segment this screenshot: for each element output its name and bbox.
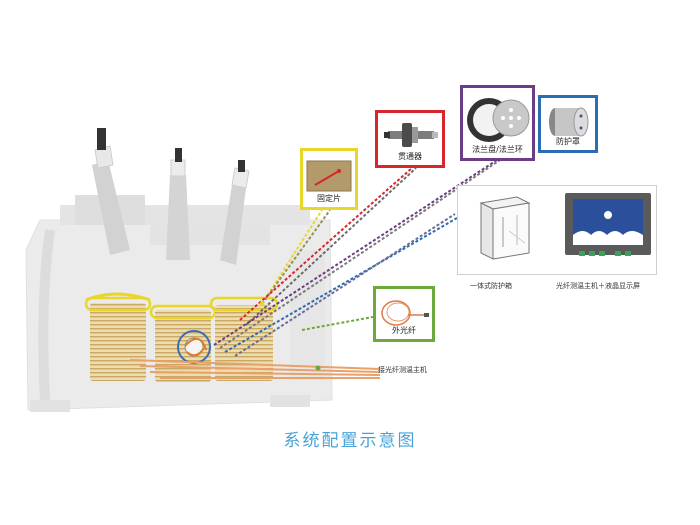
diagram-caption: 系统配置示意图 <box>283 431 417 451</box>
host-display-label: 光纤测温主机＋液晶显示屏 <box>556 282 640 290</box>
callout-outer-fiber: 外光纤 <box>373 286 435 342</box>
outer-fiber-label: 外光纤 <box>392 326 416 335</box>
fiber-host-display-icon <box>565 193 651 256</box>
outer-fiber-icon <box>381 300 429 326</box>
fiber-bundle <box>129 359 381 379</box>
flange-plate-icon <box>467 98 530 142</box>
bushing-middle <box>166 148 190 260</box>
feedthrough-label: 贯通器 <box>398 152 422 161</box>
fixing-piece-icon <box>306 160 352 192</box>
bushing-right <box>220 160 250 265</box>
feedthrough-icon <box>384 123 438 147</box>
coil-left <box>84 292 152 381</box>
callout-fixing-piece: 固定片 <box>300 148 358 210</box>
equipment-panel: 一体式防护箱 光纤测温主机＋液晶显示屏 <box>457 185 657 290</box>
fixing-piece-label: 固定片 <box>317 194 341 203</box>
bushing-left <box>92 128 130 255</box>
flange-plate-label: 法兰盘/法兰环 <box>472 145 523 154</box>
callout-flange-plate: 法兰盘/法兰环 <box>460 85 535 161</box>
coil-middle <box>149 304 217 382</box>
connector-lines <box>213 159 501 357</box>
fiber-host-connection-label: 接光纤测温主机 <box>378 366 427 374</box>
callout-protective-cover: 防护罩 <box>538 95 598 153</box>
callout-feedthrough: 贯通器 <box>375 110 445 168</box>
cabinet-label: 一体式防护箱 <box>470 282 512 290</box>
protective-cover-label: 防护罩 <box>556 137 580 146</box>
cabinet-icon <box>479 196 531 260</box>
protective-cover-icon <box>549 107 589 137</box>
